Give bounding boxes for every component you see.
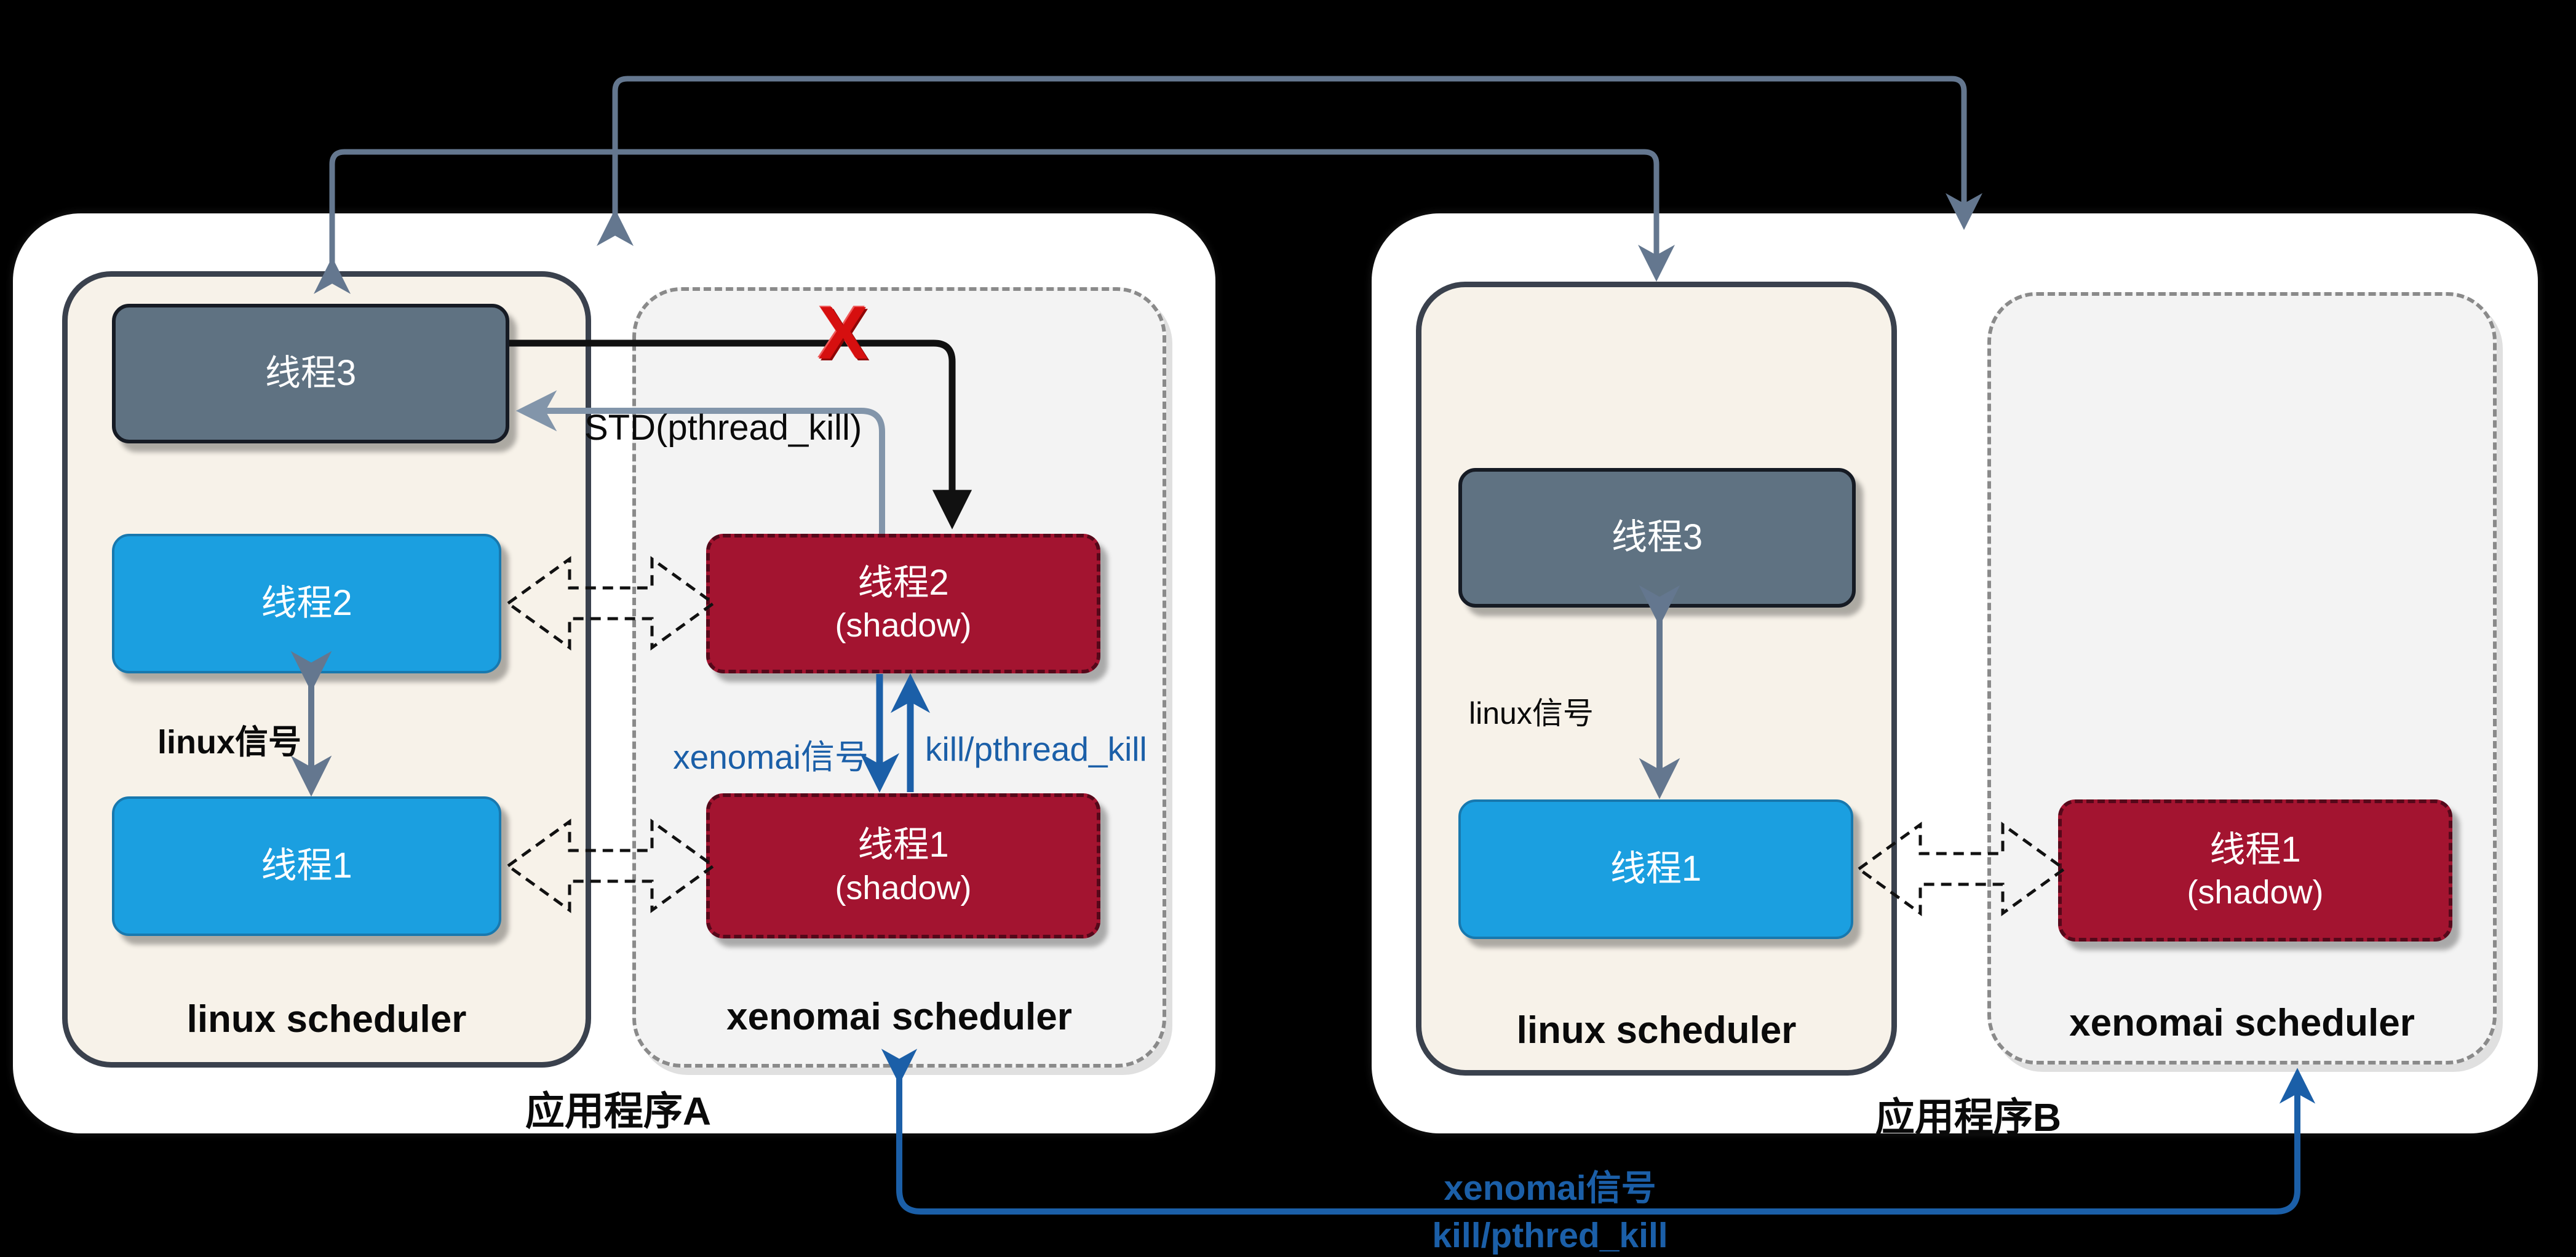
thread-3-a-label: 线程3 — [264, 353, 357, 394]
linux-signal-label-a: linux信号 — [157, 724, 301, 761]
thread-1-shadow-a-sub: (shadow) — [835, 869, 972, 906]
thread-3-b-label: 线程3 — [1611, 517, 1703, 558]
thread-1-b-label: 线程1 — [1610, 849, 1702, 889]
linux-signal-label-b: linux信号 — [1469, 696, 1594, 731]
app-b-linux-scheduler-box — [1416, 282, 1897, 1076]
thread-1-shadow-a-label: 线程1 — [857, 825, 949, 865]
thread-1-shadow-b-label: 线程1 — [2209, 829, 2301, 870]
thread-2-shadow-a-label: 线程2 — [857, 562, 949, 603]
app-a-title: 应用程序A — [525, 1089, 712, 1133]
inter-app-signal-arrow-outer — [597, 76, 1982, 246]
app-b-linux-scheduler-label: linux scheduler — [1516, 1009, 1797, 1052]
app-a-linux-scheduler-label: linux scheduler — [186, 998, 467, 1041]
app-b-xenomai-scheduler-box — [1987, 292, 2497, 1065]
app-a-xenomai-scheduler-label: xenomai scheduler — [726, 996, 1072, 1038]
thread-1-shadow-b: 线程1 (shadow) — [2058, 799, 2452, 942]
kill-pthread-kill-label-a: kill/pthread_kill — [925, 730, 1147, 768]
thread-2-shadow-a: 线程2 (shadow) — [706, 534, 1100, 673]
app-b-xenomai-scheduler-label: xenomai scheduler — [2069, 1002, 2415, 1044]
thread-1-b: 线程1 — [1458, 799, 1853, 939]
blocked-x-icon: X — [818, 291, 869, 375]
thread-2-shadow-a-sub: (shadow) — [835, 607, 972, 644]
thread-2-a-label: 线程2 — [261, 583, 352, 624]
thread-3-a: 线程3 — [112, 304, 509, 443]
app-b-title: 应用程序B — [1875, 1095, 2062, 1140]
thread-1-a: 线程1 — [112, 796, 501, 936]
bottom-kill-pthred-kill-label: kill/pthred_kill — [1432, 1216, 1668, 1255]
std-pthread-kill-label: STD(pthread_kill) — [584, 408, 862, 448]
xenomai-signal-label-a: xenomai信号 — [673, 738, 869, 776]
thread-1-a-label: 线程1 — [261, 846, 352, 886]
app-a-xenomai-scheduler-box — [632, 287, 1166, 1068]
bottom-xenomai-signal-label: xenomai信号 — [1444, 1168, 1656, 1208]
thread-3-b: 线程3 — [1458, 468, 1856, 608]
thread-1-shadow-b-sub: (shadow) — [2187, 874, 2324, 911]
thread-2-a: 线程2 — [112, 534, 501, 673]
thread-1-shadow-a: 线程1 (shadow) — [706, 793, 1100, 938]
